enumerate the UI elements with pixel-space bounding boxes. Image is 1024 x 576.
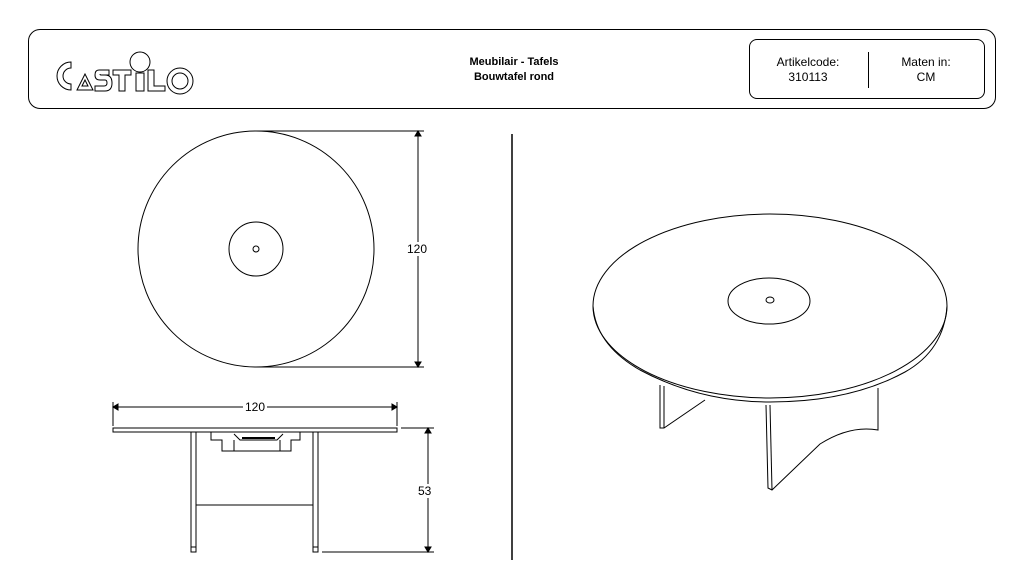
- category-label: Meubilair - Tafels: [469, 56, 559, 68]
- units-label: Maten in:: [901, 55, 951, 69]
- info-box: Artikelcode: 310113 Maten in: CM: [749, 39, 985, 99]
- article-code-label: Artikelcode:: [776, 55, 840, 69]
- top-view: [137, 130, 424, 368]
- top-view-diameter-label: 120: [405, 242, 430, 256]
- castilo-logo: [56, 51, 194, 95]
- info-divider: [868, 52, 869, 88]
- product-name: Bouwtafel rond: [473, 71, 555, 83]
- units-value: CM: [916, 70, 936, 84]
- isometric-view: [592, 213, 948, 491]
- article-code-value: 310113: [788, 70, 828, 84]
- side-view-height-label: 53: [416, 484, 434, 498]
- title-block-frame: Meubilair - Tafels Bouwtafel rond Artike…: [28, 29, 996, 109]
- side-view: [112, 402, 434, 553]
- units-block: Maten in: CM: [876, 55, 976, 85]
- side-view-width-label: 120: [243, 400, 268, 414]
- article-code-block: Artikelcode: 310113: [758, 55, 858, 85]
- product-title: Meubilair - Tafels Bouwtafel rond: [414, 55, 614, 85]
